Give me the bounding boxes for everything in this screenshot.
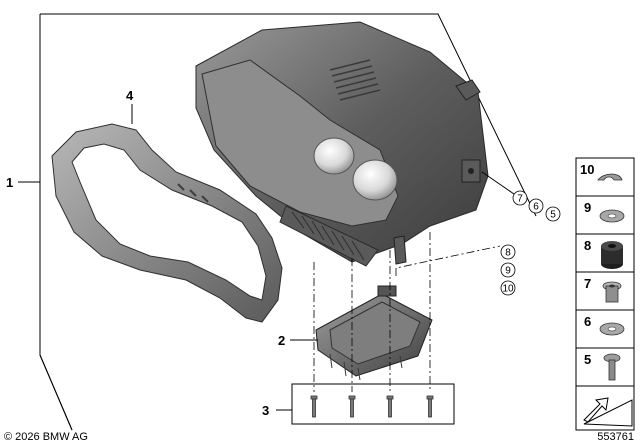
housing-vents [329,59,381,101]
side-panel-number-7: 7 [584,276,591,291]
side-panel-number-9: 9 [584,200,591,215]
ref-circle-7: 7 [517,194,523,205]
callout-2: 2 [278,333,285,348]
assembly-guide-lines [313,232,501,392]
callout-3: 3 [262,403,269,418]
side-panel-number-10: 10 [580,162,594,177]
ref-circle-9: 9 [505,266,511,277]
side-panel-number-8: 8 [584,238,591,253]
callout-4: 4 [126,88,134,103]
ref-circle-5: 5 [550,210,556,221]
clip-icon [597,173,623,181]
side-panel: 10 9 8 7 6 5 [575,157,635,431]
headlight-lens-right [352,159,398,201]
main-frame-outline [39,13,537,431]
bushing-icon [602,281,622,303]
control-module [315,285,433,381]
callout-1: 1 [6,175,13,190]
screw-icon [603,353,621,381]
diagram-id: 553761 [597,431,634,443]
ref-circle-8: 8 [505,248,511,259]
ref-circle-6: 6 [533,202,539,213]
reference-circles-top: 7 6 5 [512,190,561,222]
copyright-text: © 2026 BMW AG [4,431,88,443]
arrow-navigation-icon[interactable] [583,397,633,427]
frame-ring [51,123,283,323]
reference-circles-bottom: 8 9 10 [500,244,516,296]
side-panel-number-5: 5 [584,352,591,367]
headlight-housing [195,21,489,267]
screws-box [291,383,455,425]
callout-leaders [18,104,515,411]
headlight-lens-left [313,137,355,175]
screw-icon [310,395,434,418]
washer-icon [599,209,625,223]
rubber-grommet-icon [601,241,623,269]
side-panel-number-6: 6 [584,314,591,329]
washer-icon [599,322,625,336]
ref-circle-10: 10 [502,284,514,295]
heat-sink-fins [279,205,379,267]
